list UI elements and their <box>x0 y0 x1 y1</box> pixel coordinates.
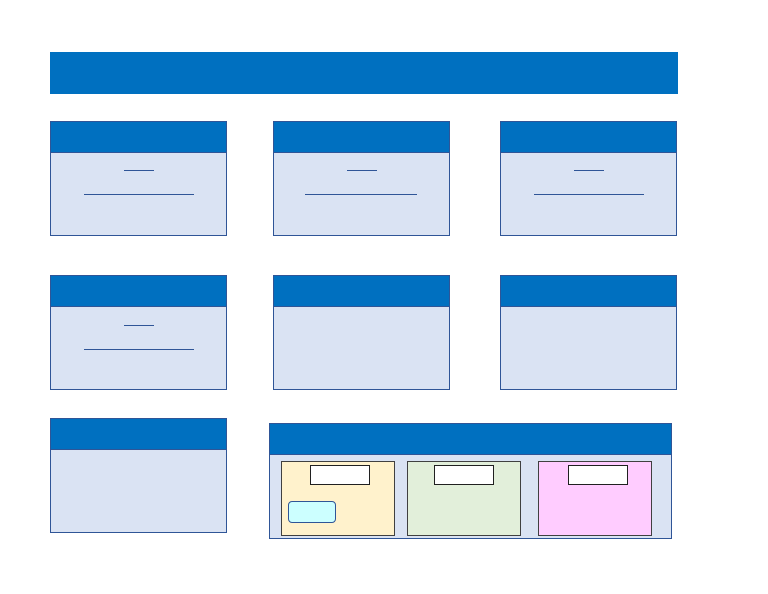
panel-4-link-long[interactable] <box>84 349 194 350</box>
panel-1 <box>50 121 227 236</box>
panel-3 <box>500 121 677 236</box>
sub-panel-2-label-box <box>434 465 494 485</box>
wide-panel-header <box>269 423 672 455</box>
panel-7-header <box>50 418 227 450</box>
panel-1-link-long[interactable] <box>84 194 194 195</box>
sub-panel-3-label-box <box>568 465 628 485</box>
panel-1-link-short[interactable] <box>124 170 154 171</box>
sub-panel-1 <box>281 461 395 536</box>
panel-4-header <box>50 275 227 307</box>
panel-2-link-long[interactable] <box>305 194 417 195</box>
sub-panel-1-label-box <box>310 465 370 485</box>
panel-4-link-short[interactable] <box>124 325 154 326</box>
panel-5-header <box>273 275 450 307</box>
top-banner <box>50 52 678 94</box>
panel-5 <box>273 275 450 390</box>
panel-1-header <box>50 121 227 153</box>
panel-3-header <box>500 121 677 153</box>
panel-6-header <box>500 275 677 307</box>
panel-6 <box>500 275 677 390</box>
wide-panel <box>269 423 672 539</box>
panel-2 <box>273 121 450 236</box>
panel-7 <box>50 418 227 533</box>
panel-2-header <box>273 121 450 153</box>
sub-panel-1-button[interactable] <box>288 501 336 523</box>
panel-2-link-short[interactable] <box>347 170 377 171</box>
sub-panel-3 <box>538 461 652 536</box>
panel-4 <box>50 275 227 390</box>
panel-3-link-short[interactable] <box>574 170 604 171</box>
sub-panel-2 <box>407 461 521 536</box>
panel-3-link-long[interactable] <box>534 194 644 195</box>
